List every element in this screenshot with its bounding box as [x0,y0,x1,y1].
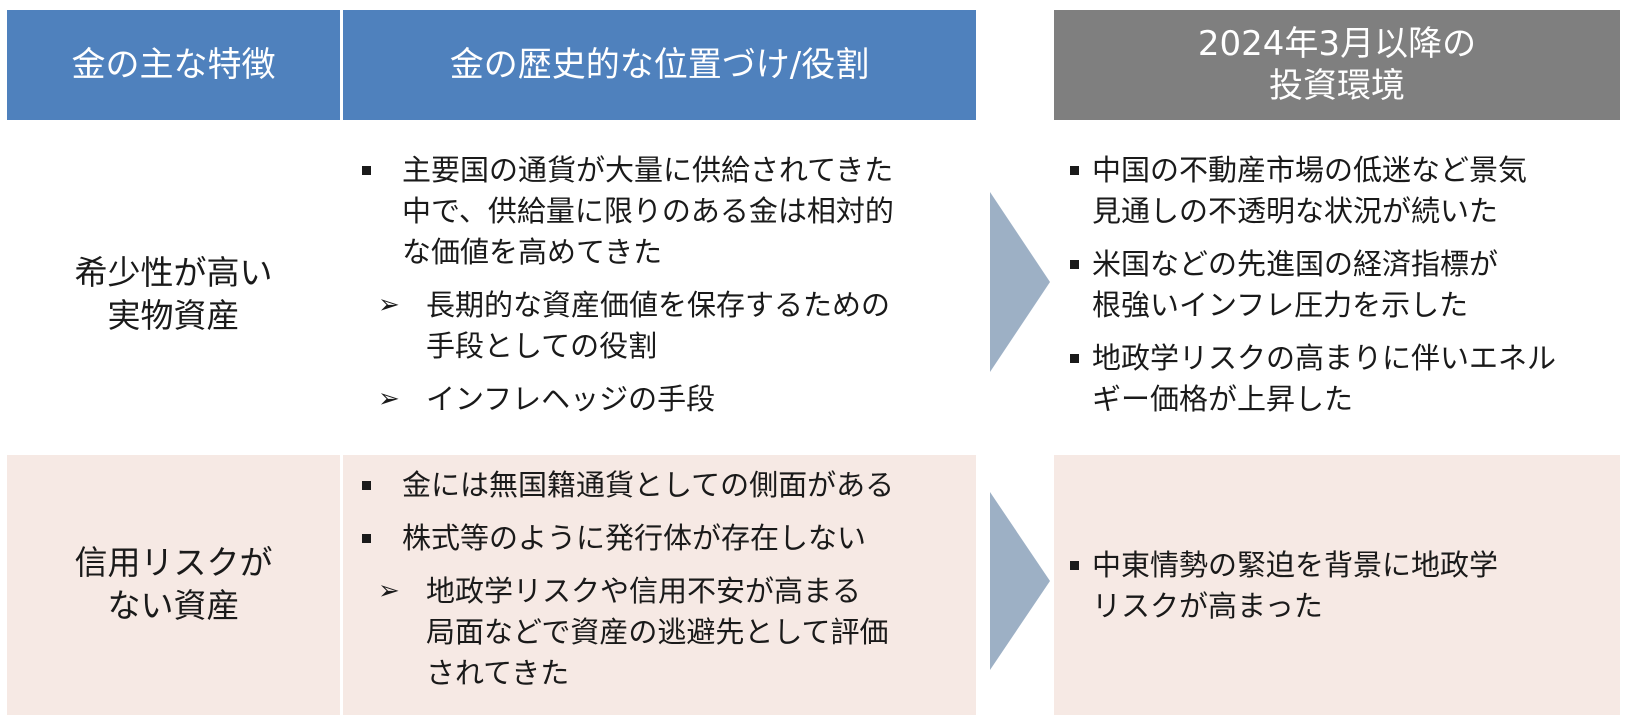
header-environment-line1: 2024年3月以降の [1197,23,1477,64]
header-role-label: 金の歴史的な位置づけ/役割 [449,44,870,85]
list-item-line: 株式等のように発行体が存在しない [402,521,867,555]
list-item-line: 中国の不動産市場の低迷など景気 [1092,153,1528,187]
list-item: 中東情勢の緊迫を背景に地政学 リスクが高まった [1066,545,1616,627]
list-item-line: な価値を高めてきた [402,235,663,269]
arrowhead-bullet-icon: ➢ [378,290,400,320]
feature-scarcity-line1: 希少性が高い [74,253,273,293]
role-list-scarcity: 主要国の通貨が大量に供給されてきた 中で、供給量に限りのある金は相対的 な価値を… [354,150,964,420]
list-item: 中国の不動産市場の低迷など景気 見通しの不透明な状況が続いた [1066,150,1616,232]
feature-credit-line2: ない資産 [107,586,240,625]
list-item-line: 根強いインフレ圧力を示した [1092,288,1469,322]
list-item-line: されてきた [426,656,570,690]
list-item-line: 米国などの先進国の経済指標が [1092,247,1499,281]
list-item-line: 地政学リスクや信用不安が高まる [426,574,862,608]
header-features: 金の主な特徴 [7,10,340,120]
list-item: 金には無国籍通貨としての側面がある [354,465,964,506]
list-item: 株式等のように発行体が存在しない [354,518,964,559]
list-item-line: 手段としての役割 [426,329,658,363]
list-item: ➢ インフレヘッジの手段 [378,379,964,420]
row-credit-bg-left [7,455,976,715]
feature-credit: 信用リスクが ない資産 [7,455,340,715]
list-item: ➢ 長期的な資産価値を保存するための 手段としての役割 [378,285,964,367]
feature-credit-line1: 信用リスクが [74,543,273,583]
list-item-line: リスクが高まった [1092,589,1323,623]
list-item-line: 見通しの不透明な状況が続いた [1092,194,1499,228]
list-item: 地政学リスクの高まりに伴いエネル ギー価格が上昇した [1066,338,1616,420]
list-item: 主要国の通貨が大量に供給されてきた 中で、供給量に限りのある金は相対的 な価値を… [354,150,964,273]
list-item-line: 中で、供給量に限りのある金は相対的 [402,194,894,228]
list-item-line: 中東情勢の緊迫を背景に地政学 [1092,548,1499,582]
list-item-line: 局面などで資産の逃避先として評価 [426,615,889,649]
header-environment-line2: 投資環境 [1269,66,1405,106]
arrowhead-bullet-icon: ➢ [378,576,400,606]
list-item-line: ギー価格が上昇した [1092,382,1354,416]
column-divider [340,455,343,715]
header-role: 金の歴史的な位置づけ/役割 [343,10,976,120]
row-credit-bg-right [1054,455,1620,715]
list-item-line: 長期的な資産価値を保存するための [426,288,891,322]
list-item-line: インフレヘッジの手段 [426,382,716,416]
list-item-line: 金には無国籍通貨としての側面がある [402,468,895,502]
env-list-scarcity: 中国の不動産市場の低迷など景気 見通しの不透明な状況が続いた 米国などの先進国の… [1066,150,1616,420]
header-environment: 2024年3月以降の 投資環境 [1054,10,1620,120]
chevron-right-icon [990,492,1050,670]
header-features-label: 金の主な特徴 [71,44,276,85]
list-item-line: 主要国の通貨が大量に供給されてきた [402,153,894,187]
feature-scarcity: 希少性が高い 実物資産 [7,135,340,455]
chevron-right-icon [990,192,1050,372]
list-item-line: 地政学リスクの高まりに伴いエネル [1092,341,1557,375]
env-list-credit: 中東情勢の緊迫を背景に地政学 リスクが高まった [1066,545,1616,627]
feature-scarcity-line2: 実物資産 [107,296,240,335]
list-item: 米国などの先進国の経済指標が 根強いインフレ圧力を示した [1066,244,1616,326]
role-list-credit: 金には無国籍通貨としての側面がある 株式等のように発行体が存在しない ➢ 地政学… [354,465,964,694]
list-item: ➢ 地政学リスクや信用不安が高まる 局面などで資産の逃避先として評価 されてきた [378,571,964,694]
arrowhead-bullet-icon: ➢ [378,384,400,414]
